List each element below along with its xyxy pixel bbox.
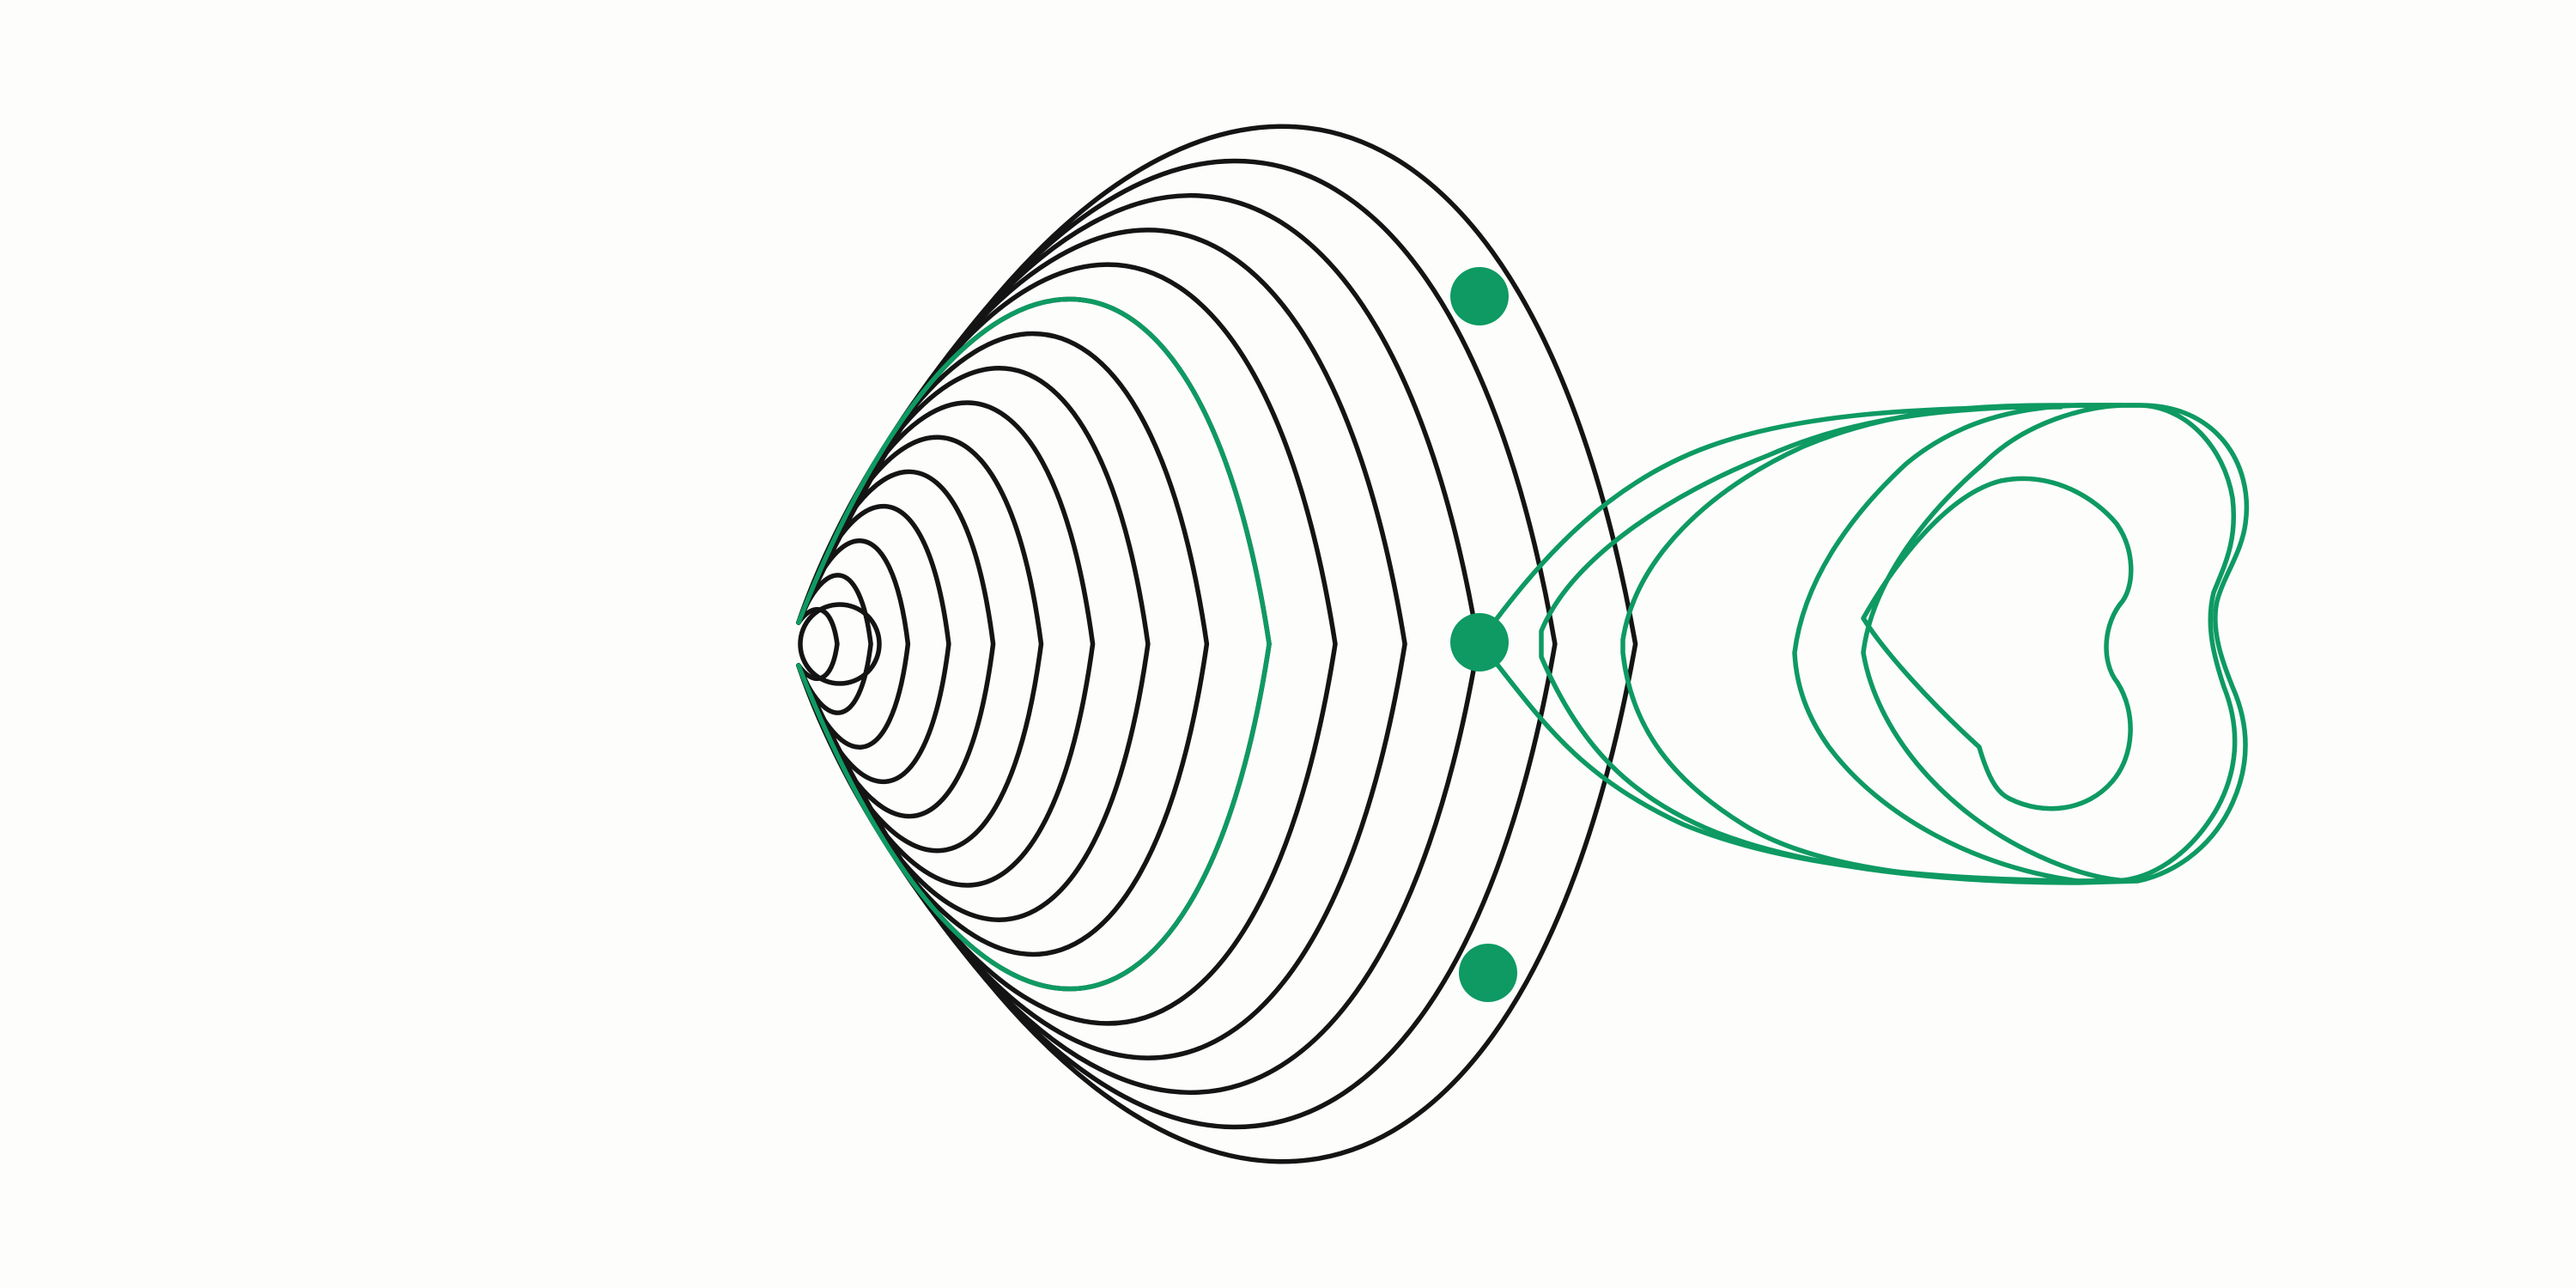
signal-path-lower [1477,640,2081,884]
signal-wave [796,469,996,819]
signal-wave [796,503,951,785]
signal-node-bottom [1459,944,1517,1002]
emitter-icon [798,602,882,686]
signal-wave [796,124,1638,1164]
signal-node-middle [1450,613,1509,671]
signal-wave [796,573,873,715]
signal-wave [796,366,1151,922]
source-device [219,346,800,943]
receiver-loop-inner [1792,403,2132,884]
highlighted-signal [796,296,2081,992]
signal-wave [796,158,1558,1130]
signal-node-top [1450,267,1509,325]
signal-nodes [1450,267,1517,1002]
highlighted-wave [796,296,1272,992]
signal-wave [796,193,1481,1095]
signal-wave [796,331,1210,957]
receiver-loop-middle [1620,403,2238,884]
signal-wave [796,400,1096,888]
source-device-outline [219,346,800,943]
signal-wave [796,607,840,681]
signal-wave [796,228,1407,1060]
signal-waves [796,124,1638,1164]
signal-wave [796,262,1338,1026]
signal-wave [796,434,1044,854]
signal-path-upper [1477,404,2063,645]
heart-icon [1861,476,2134,811]
menu-lines-icon [299,398,395,458]
signal-wave [796,538,911,750]
